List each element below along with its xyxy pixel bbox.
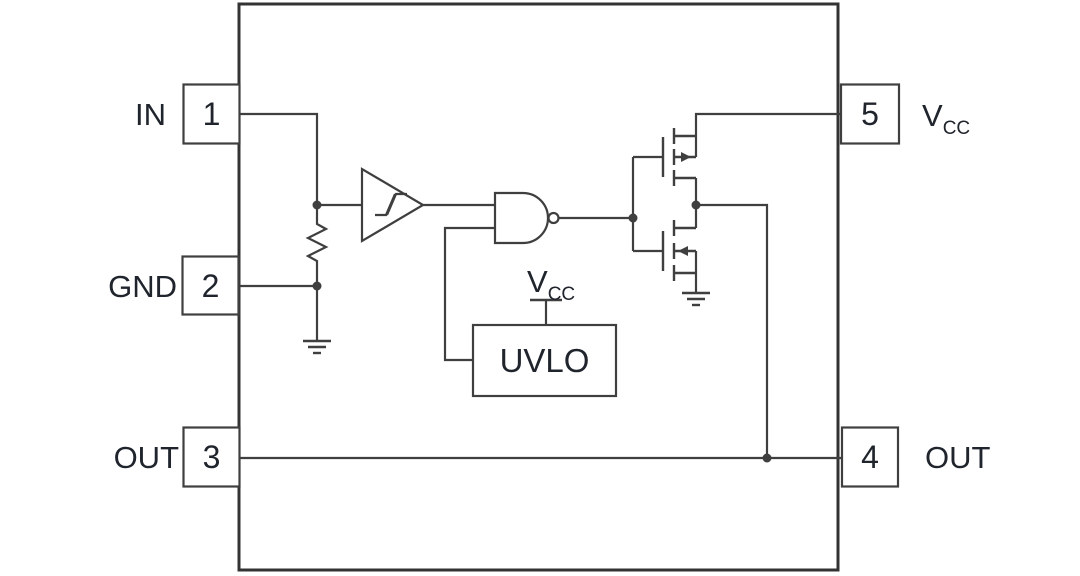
uvlo-block: UVLO — [471, 323, 618, 398]
pin-box-2 — [181, 255, 240, 316]
body-arrow — [678, 246, 688, 256]
wire-uvlo-to-nand — [443, 226, 495, 362]
wires — [240, 112, 842, 460]
pin-box-3 — [182, 426, 241, 488]
ground-icon — [682, 291, 710, 307]
pin-number-4: 4 — [861, 439, 879, 475]
resistor-icon — [305, 205, 329, 286]
junction-dot — [691, 200, 701, 210]
pin-number-2: 2 — [202, 268, 220, 304]
pin-box-1 — [182, 83, 241, 145]
junction-dot — [762, 453, 772, 463]
junction-dots — [312, 200, 772, 463]
wire-output-node — [696, 203, 769, 458]
pin-label-gnd: GND — [108, 269, 177, 304]
pin-label-out-right: OUT — [925, 440, 991, 475]
pin-numbers: 1 2 3 5 4 — [202, 96, 879, 475]
schmitt-trigger-icon — [360, 167, 426, 243]
pin-label-out-left: OUT — [114, 440, 180, 475]
uvlo-label: UVLO — [500, 342, 590, 379]
nmos-transistor-icon — [661, 220, 696, 281]
wire-in-pin — [240, 112, 319, 205]
ground-icon — [303, 339, 331, 355]
junction-dot — [628, 213, 638, 223]
pmos-transistor-icon — [661, 128, 696, 186]
pin-number-1: 1 — [203, 96, 221, 132]
pin-boxes — [181, 83, 901, 488]
pin-number-3: 3 — [203, 439, 221, 475]
nand-gate-icon — [493, 191, 560, 245]
pin-number-5: 5 — [861, 96, 879, 132]
hysteresis-glyph — [385, 192, 407, 216]
inversion-bubble — [547, 211, 560, 225]
pin-box-5 — [839, 83, 901, 145]
body-arrow — [681, 152, 691, 162]
vcc-supply-label: VCC — [527, 264, 575, 305]
pin-label-vcc: VCC — [922, 98, 970, 139]
pin-label-in: IN — [135, 97, 166, 132]
vcc-terminal: VCC — [527, 264, 575, 305]
pin-labels: IN GND OUT OUT VCC — [108, 97, 990, 475]
pin-box-4 — [840, 426, 900, 488]
wire-vcc-rail — [694, 112, 841, 157]
